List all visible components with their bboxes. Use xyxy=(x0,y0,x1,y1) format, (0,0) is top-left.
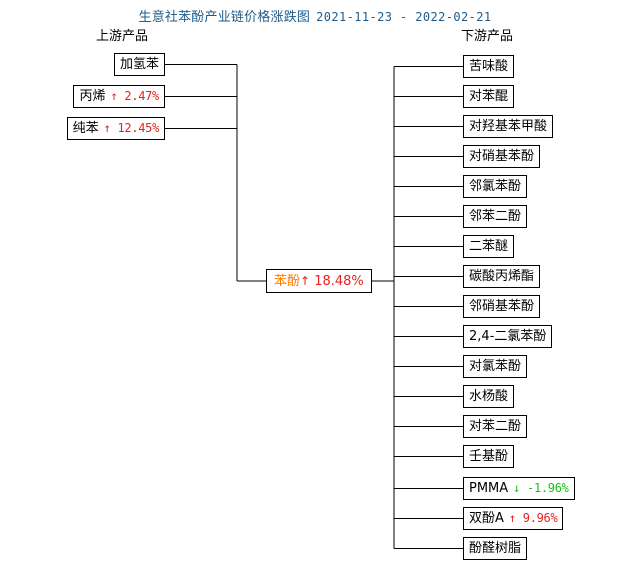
arrow-down-icon: ↓ xyxy=(513,481,521,495)
center-node-name: 苯酚 xyxy=(274,274,301,289)
downstream-node-10[interactable]: 对氯苯酚 xyxy=(463,355,528,378)
downstream-node-name: 水杨酸 xyxy=(469,389,509,404)
upstream-node-2[interactable]: 纯苯 ↑ 12.45% xyxy=(66,117,165,140)
downstream-node-name: 对氯苯酚 xyxy=(469,359,522,374)
downstream-node-4[interactable]: 邻氯苯酚 xyxy=(463,175,528,198)
upstream-node-name: 纯苯 xyxy=(72,121,99,136)
upstream-node-name: 丙烯 xyxy=(79,89,106,104)
downstream-node-name: 碳酸丙烯酯 xyxy=(469,269,535,284)
downstream-node-name: 2,4-二氯苯酚 xyxy=(469,329,547,344)
upstream-node-change: ↑ 12.45% xyxy=(103,121,160,135)
arrow-up-icon: ↑ xyxy=(508,511,516,525)
downstream-node-name: 邻氯苯酚 xyxy=(469,179,522,194)
downstream-node-5[interactable]: 邻苯二酚 xyxy=(463,205,528,228)
upstream-node-change: ↑ 2.47% xyxy=(111,89,160,103)
downstream-node-name: 对硝基苯酚 xyxy=(469,149,535,164)
downstream-node-name: 对羟基苯甲酸 xyxy=(469,119,548,134)
downstream-node-name: 二苯醚 xyxy=(469,239,509,254)
chart-title-daterange: 2021-11-23 - 2022-02-21 xyxy=(316,10,492,24)
downstream-node-14[interactable]: PMMA ↓ -1.96% xyxy=(463,477,575,500)
downstream-node-8[interactable]: 邻硝基苯酚 xyxy=(463,295,541,318)
downstream-node-9[interactable]: 2,4-二氯苯酚 xyxy=(463,325,553,348)
downstream-node-11[interactable]: 水杨酸 xyxy=(463,385,515,408)
downstream-node-13[interactable]: 壬基酚 xyxy=(463,445,515,468)
downstream-node-2[interactable]: 对羟基苯甲酸 xyxy=(463,115,554,138)
downstream-node-name: PMMA xyxy=(469,481,509,496)
upstream-node-0[interactable]: 加氢苯 xyxy=(113,53,165,76)
downstream-node-7[interactable]: 碳酸丙烯酯 xyxy=(463,265,541,288)
arrow-up-icon: ↑ xyxy=(110,89,118,103)
downstream-node-change-value: 9.96% xyxy=(515,511,558,525)
downstream-node-change: ↑ 9.96% xyxy=(509,511,558,525)
downstream-node-name: 对苯二酚 xyxy=(469,419,522,434)
downstream-node-3[interactable]: 对硝基苯酚 xyxy=(463,145,541,168)
upstream-node-name: 加氢苯 xyxy=(119,57,159,72)
upstream-column-header: 上游产品 xyxy=(96,29,149,44)
downstream-node-0[interactable]: 苦味酸 xyxy=(463,55,515,78)
chart-title: 生意社苯酚产业链价格涨跌图 2021-11-23 - 2022-02-21 xyxy=(0,6,630,25)
downstream-node-6[interactable]: 二苯醚 xyxy=(463,235,515,258)
downstream-node-name: 苦味酸 xyxy=(469,59,509,74)
downstream-node-name: 双酚A xyxy=(469,511,504,526)
center-node-phenol[interactable]: 苯酚↑ 18.48% xyxy=(266,269,372,293)
arrow-up-icon: ↑ xyxy=(300,274,311,288)
downstream-node-name: 对苯醌 xyxy=(469,89,509,104)
downstream-node-name: 邻苯二酚 xyxy=(469,209,522,224)
upstream-node-1[interactable]: 丙烯 ↑ 2.47% xyxy=(73,85,165,108)
upstream-node-change-value: 12.45% xyxy=(110,121,159,135)
downstream-node-16[interactable]: 酚醛树脂 xyxy=(463,537,528,560)
chart-title-text: 生意社苯酚产业链价格涨跌图 xyxy=(138,10,311,25)
center-node-change-value: 18.48% xyxy=(314,274,364,289)
downstream-column-header: 下游产品 xyxy=(461,29,514,44)
downstream-node-name: 邻硝基苯酚 xyxy=(469,299,535,314)
upstream-node-change-value: 2.47% xyxy=(117,89,159,103)
downstream-node-change-value: -1.96% xyxy=(520,481,569,495)
downstream-node-15[interactable]: 双酚A ↑ 9.96% xyxy=(463,507,564,530)
downstream-node-name: 壬基酚 xyxy=(469,449,509,464)
downstream-node-name: 酚醛树脂 xyxy=(469,541,522,556)
downstream-node-change: ↓ -1.96% xyxy=(513,481,569,495)
arrow-up-icon: ↑ xyxy=(103,121,111,135)
center-node-change: ↑ 18.48% xyxy=(300,274,364,289)
downstream-node-12[interactable]: 对苯二酚 xyxy=(463,415,528,438)
downstream-node-1[interactable]: 对苯醌 xyxy=(463,85,515,108)
